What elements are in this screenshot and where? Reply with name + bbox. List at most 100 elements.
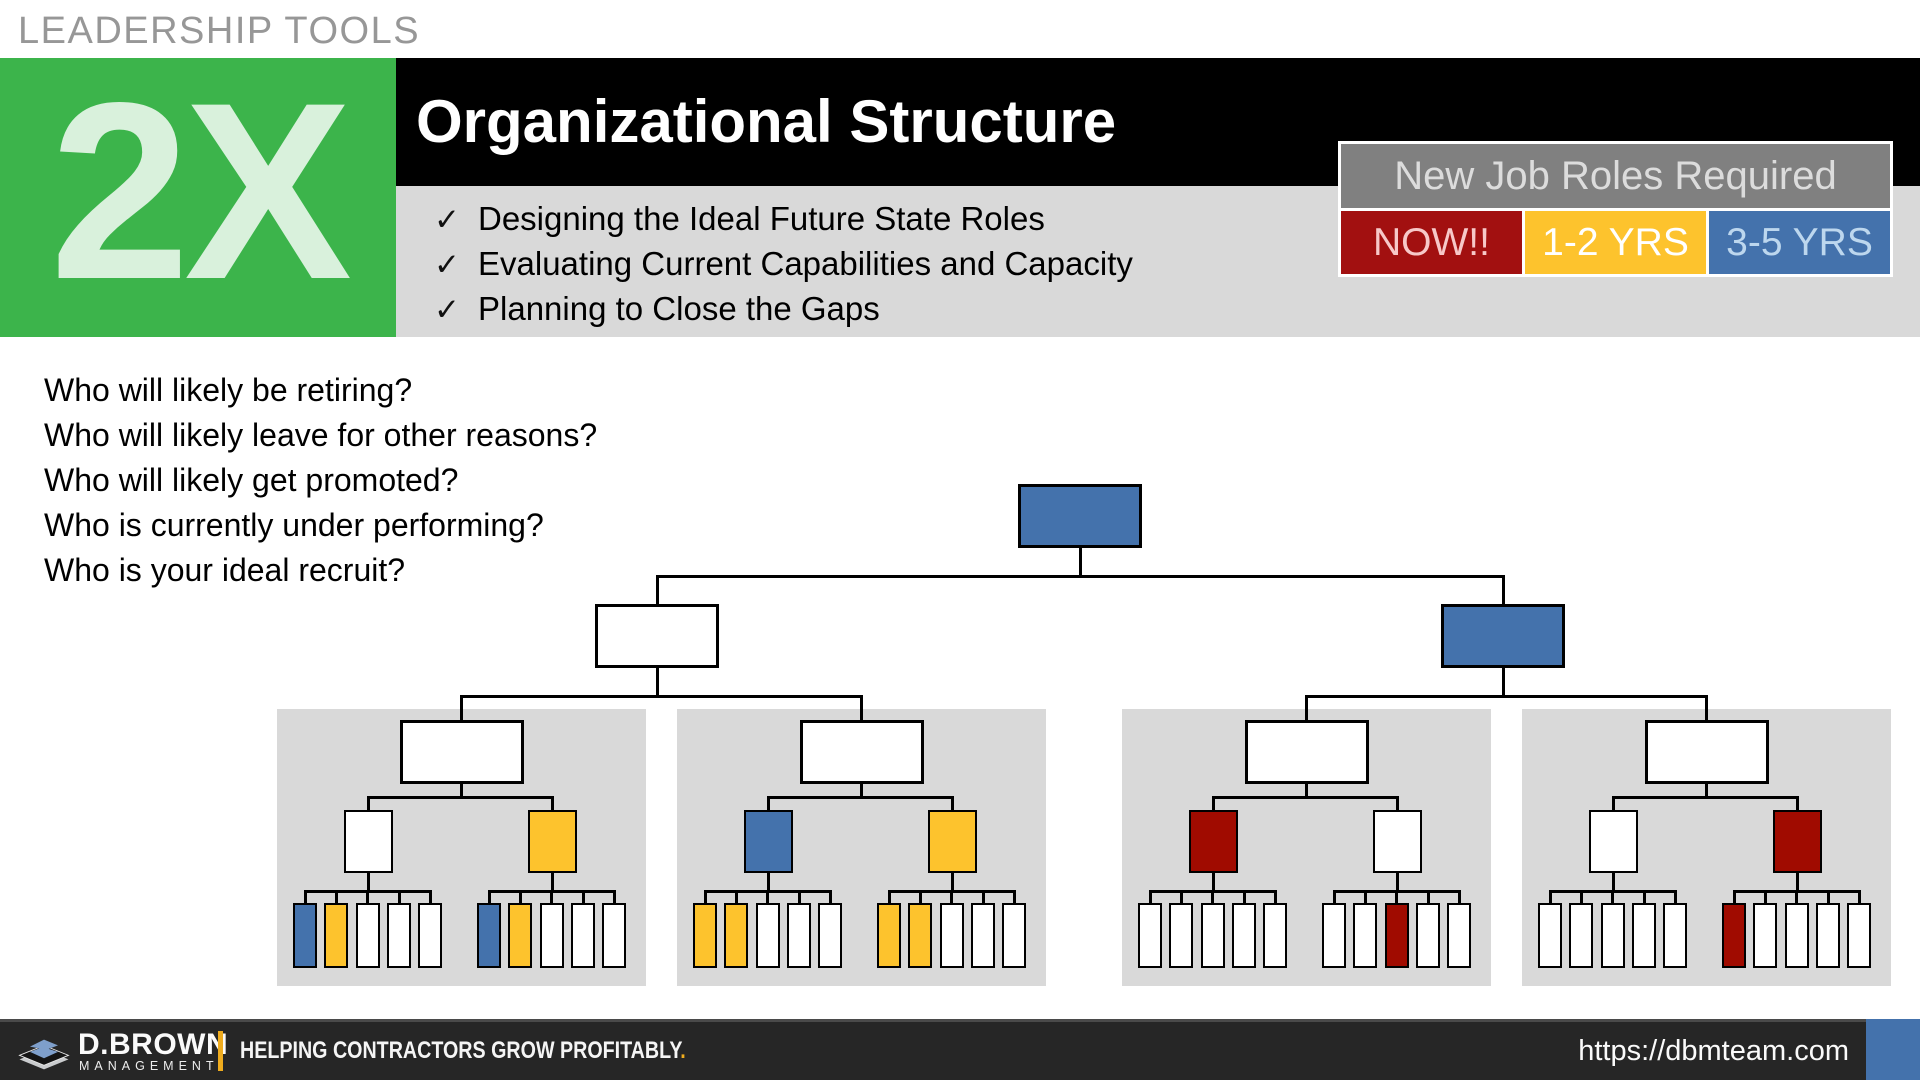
org-mid-box (1589, 810, 1638, 873)
question-line: Who is currently under performing? (44, 507, 544, 543)
connector-line (655, 575, 1505, 578)
org-leaf-box (1447, 903, 1472, 968)
connector-line (703, 890, 707, 903)
check-icon: ✓ (434, 202, 460, 237)
org-leaf-box (1002, 903, 1027, 968)
connector-line (918, 890, 922, 903)
org-dept-head-box (799, 720, 924, 784)
org-leaf-box (539, 903, 564, 968)
org-panel-1 (277, 709, 646, 986)
connector-line (1242, 890, 1246, 903)
check-icon: ✓ (434, 247, 460, 282)
connector-line (612, 890, 616, 903)
connector-line (860, 784, 863, 796)
connector-line (1211, 890, 1215, 903)
question-line: Who will likely be retiring? (44, 372, 413, 408)
org-mid-box (928, 810, 977, 873)
org-dept-head-box (1244, 720, 1369, 784)
legend-title: New Job Roles Required (1341, 144, 1890, 208)
org-leaf-box (508, 903, 533, 968)
org-leaf-box (602, 903, 627, 968)
connector-line (1826, 890, 1830, 903)
org-dept-head-box (1644, 720, 1769, 784)
org-mid-box (344, 810, 393, 873)
connector-line (1673, 890, 1677, 903)
legend-row: NOW!! 1-2 YRS 3-5 YRS (1341, 211, 1890, 274)
org-leaf-box (1232, 903, 1256, 968)
footer-blue-square (1866, 1019, 1920, 1080)
connector-line (1305, 695, 1308, 720)
org-leaf-box (1138, 903, 1162, 968)
connector-line (1796, 796, 1799, 810)
bullet-text: Designing the Ideal Future State Roles (478, 200, 1045, 237)
connector-line (518, 890, 522, 903)
connector-line (887, 890, 891, 903)
connector-line (1273, 890, 1277, 903)
footer-tagline: HELPING CONTRACTORS GROW PROFITABLY. (240, 1022, 686, 1080)
connector-line (460, 784, 463, 796)
page-title: Organizational Structure (416, 88, 1117, 155)
org-leaf-box (1753, 903, 1778, 968)
connector-line (1426, 890, 1430, 903)
connector-line (766, 890, 770, 903)
2x-badge: 2X (0, 58, 396, 337)
org-mid-box (1189, 810, 1238, 873)
org-leaf-box (1663, 903, 1688, 968)
tagline-text: HELPING CONTRACTORS GROW PROFITABLY (240, 1037, 681, 1064)
connector-line (951, 796, 954, 810)
bullet-item: ✓ Designing the Ideal Future State Roles (434, 200, 1920, 245)
org-leaf-box (818, 903, 843, 968)
org-leaf-box (1263, 903, 1288, 968)
org-leaf-box (724, 903, 749, 968)
brand-name: D.BROWN (78, 1028, 229, 1061)
connector-line (1305, 695, 1708, 698)
connector-line (367, 796, 370, 810)
connector-line (1612, 796, 1615, 810)
check-icon: ✓ (434, 292, 460, 327)
org-leaf-box (1722, 903, 1746, 968)
connector-line (1501, 575, 1505, 604)
question-line: Who will likely get promoted? (44, 462, 459, 498)
org-leaf-box (418, 903, 443, 968)
org-panel-3 (1122, 709, 1491, 986)
connector-line (767, 796, 954, 799)
connector-line (334, 890, 338, 903)
org-leaf-box (1847, 903, 1872, 968)
connector-line (1612, 873, 1615, 890)
org-leaf-box (1538, 903, 1562, 968)
connector-line (367, 796, 554, 799)
footer-divider (218, 1031, 223, 1071)
connector-line (860, 695, 863, 720)
org-leaf-box (355, 903, 380, 968)
org-leaf-box (755, 903, 780, 968)
legend-cell-3-5yrs: 3-5 YRS (1709, 211, 1890, 274)
connector-line (367, 873, 370, 890)
org-leaf-box (787, 903, 811, 968)
connector-line (1857, 890, 1861, 903)
org-leaf-box (1200, 903, 1225, 968)
org-panel-2 (677, 709, 1046, 986)
connector-line (1611, 890, 1615, 903)
connector-line (1763, 890, 1767, 903)
eyebrow-title: LEADERSHIP TOOLS (18, 10, 421, 52)
connector-line (1457, 890, 1461, 903)
connector-line (303, 890, 307, 903)
org-leaf-box (293, 903, 317, 968)
connector-line (734, 890, 738, 903)
connector-line (1396, 873, 1399, 890)
connector-line (1501, 668, 1505, 695)
connector-line (1012, 890, 1016, 903)
bullet-text: Evaluating Current Capabilities and Capa… (478, 245, 1133, 282)
org-mid-box (744, 810, 793, 873)
question-line: Who will likely leave for other reasons? (44, 417, 598, 453)
legend-cell-1-2yrs: 1-2 YRS (1525, 211, 1706, 274)
bullet-text: Planning to Close the Gaps (478, 290, 880, 327)
connector-line (1795, 890, 1799, 903)
connector-line (1363, 890, 1367, 903)
connector-line (581, 890, 585, 903)
connector-line (1332, 890, 1336, 903)
connector-line (460, 695, 863, 698)
footer-bar: D.BROWN MANAGEMENT HELPING CONTRACTORS G… (0, 1019, 1920, 1080)
connector-line (487, 890, 491, 903)
org-leaf-box (387, 903, 411, 968)
